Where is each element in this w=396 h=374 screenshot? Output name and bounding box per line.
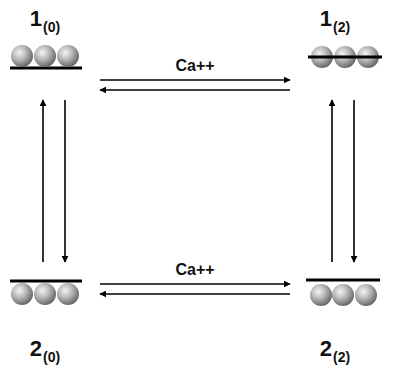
equilibrium-arrow — [100, 293, 290, 295]
state-label: 1(2) — [320, 8, 350, 30]
state-label: 1(0) — [30, 8, 60, 30]
edge-label: Ca++ — [175, 262, 214, 278]
sphere — [57, 283, 79, 305]
state-node: 2(0) — [8, 262, 100, 368]
sphere — [310, 284, 332, 306]
state-subscript: (0) — [43, 349, 60, 365]
equilibrium-arrow — [42, 100, 44, 262]
state-label: 2(0) — [30, 338, 60, 360]
edge-label: Ca++ — [175, 58, 214, 74]
membrane-line — [308, 56, 382, 59]
sphere — [11, 283, 33, 305]
equilibrium-arrow — [64, 100, 66, 262]
membrane-line — [306, 279, 380, 282]
sphere — [332, 284, 354, 306]
state-number: 1 — [320, 6, 332, 31]
state-number: 2 — [30, 336, 42, 361]
state-node: 1(0) — [8, 4, 100, 100]
state-node: 2(2) — [290, 262, 388, 368]
equilibrium-arrow — [100, 79, 290, 81]
sphere — [34, 45, 56, 67]
sphere — [34, 283, 56, 305]
state-node: 1(2) — [290, 4, 388, 100]
equilibrium-arrow — [353, 100, 355, 262]
equilibrium-arrow — [100, 89, 290, 91]
membrane-line — [10, 280, 82, 283]
state-subscript: (2) — [333, 19, 350, 35]
state-subscript: (2) — [333, 349, 350, 365]
state-label: 2(2) — [320, 338, 350, 360]
equilibrium-arrow — [100, 283, 290, 285]
state-subscript: (0) — [43, 19, 60, 35]
equilibrium-arrow — [331, 100, 333, 262]
sphere — [355, 284, 377, 306]
state-number: 2 — [320, 336, 332, 361]
state-number: 1 — [30, 6, 42, 31]
sphere — [11, 45, 33, 67]
sphere — [57, 45, 79, 67]
